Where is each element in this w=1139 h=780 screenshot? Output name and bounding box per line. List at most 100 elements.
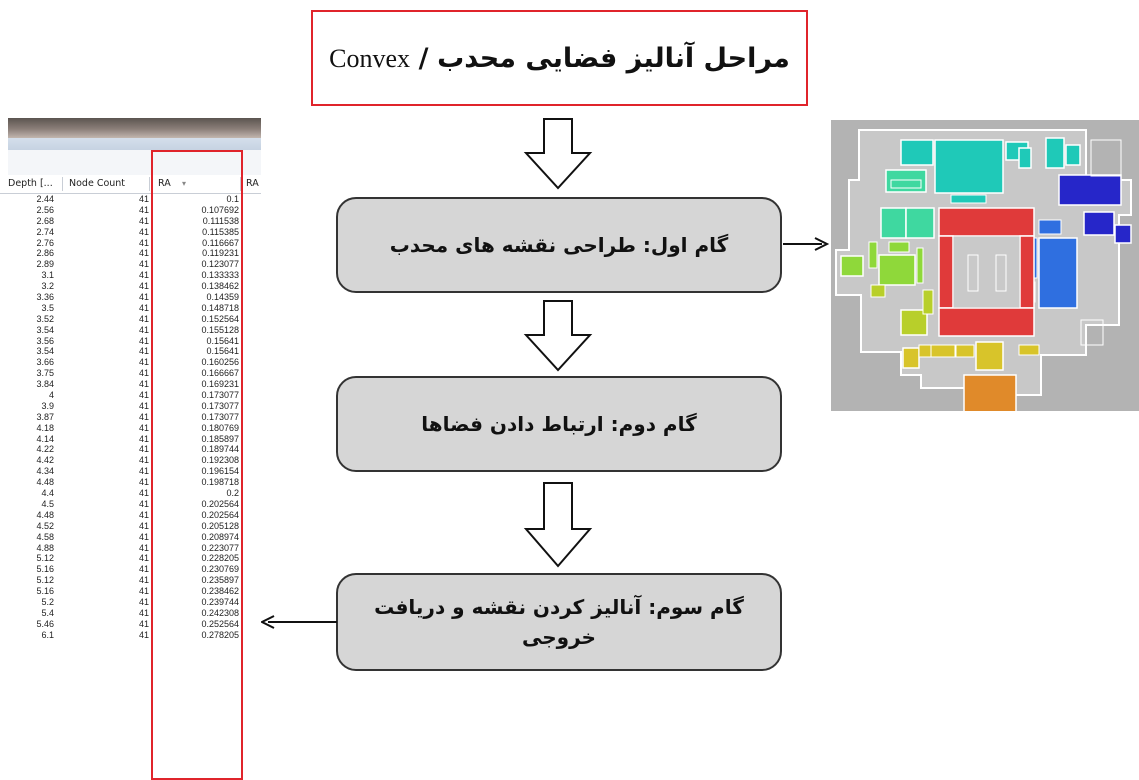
table-row[interactable]: 5.12 41 0.235897 — [0, 575, 261, 586]
cell-ra: 0.166667 — [201, 368, 239, 379]
cell-depth: 4.4 — [41, 488, 54, 499]
cell-node-count: 41 — [138, 259, 149, 270]
cell-depth: 3.66 — [36, 357, 54, 368]
cell-node-count: 41 — [138, 302, 149, 313]
cell-ra: 0.223077 — [201, 542, 239, 553]
step-2-label: گام دوم: ارتباط دادن فضاها — [421, 412, 697, 436]
cell-depth: 4 — [48, 390, 54, 401]
cell-node-count: 41 — [138, 324, 149, 335]
cell-depth: 4.22 — [36, 444, 54, 455]
cell-ra: 0.15641 — [206, 335, 239, 346]
cell-ra: 0.202564 — [201, 509, 239, 520]
diagram-title: مراحل آنالیز فضایی محدب / Convex — [329, 43, 790, 74]
cell-depth: 3.9 — [41, 400, 54, 411]
cell-depth: 5.2 — [41, 596, 54, 607]
step-1-label: گام اول: طراحی نقشه های محدب — [389, 233, 729, 257]
cell-ra: 0.252564 — [201, 618, 239, 629]
cell-depth: 4.48 — [36, 477, 54, 488]
cell-node-count: 41 — [138, 357, 149, 368]
cell-ra: 0.238462 — [201, 586, 239, 597]
cell-node-count: 41 — [138, 575, 149, 586]
cell-depth: 4.48 — [36, 509, 54, 520]
header-depth[interactable]: Depth [... — [8, 178, 53, 189]
cell-depth: 3.1 — [41, 270, 54, 281]
cell-ra: 0.138462 — [201, 281, 239, 292]
cell-node-count: 41 — [138, 509, 149, 520]
cell-depth: 4.88 — [36, 542, 54, 553]
title-separator: / — [418, 42, 429, 74]
table-row[interactable]: 4.48 41 0.202564 — [0, 510, 261, 521]
header-node-count[interactable]: Node Count — [69, 178, 126, 189]
cell-node-count: 41 — [138, 553, 149, 564]
cell-ra: 0.169231 — [201, 379, 239, 390]
cell-depth: 3.54 — [36, 346, 54, 357]
cell-depth: 5.46 — [36, 618, 54, 629]
cell-ra: 0.173077 — [201, 400, 239, 411]
header-ra-2[interactable]: RA — [246, 178, 259, 189]
cell-depth: 6.1 — [41, 629, 54, 640]
cell-ra: 0.107692 — [201, 204, 239, 215]
cell-ra: 0.239744 — [201, 596, 239, 607]
table-row[interactable]: 4.88 41 0.223077 — [0, 543, 261, 554]
cell-node-count: 41 — [138, 281, 149, 292]
cell-node-count: 41 — [138, 194, 149, 204]
cell-node-count: 41 — [138, 313, 149, 324]
cell-depth: 5.12 — [36, 575, 54, 586]
cell-depth: 2.76 — [36, 237, 54, 248]
cell-ra: 0.198718 — [201, 477, 239, 488]
cell-node-count: 41 — [138, 444, 149, 455]
cell-node-count: 41 — [138, 368, 149, 379]
cell-depth: 3.54 — [36, 324, 54, 335]
cell-node-count: 41 — [138, 422, 149, 433]
down-arrow-icon — [523, 117, 593, 191]
cell-node-count: 41 — [138, 542, 149, 553]
header-ra[interactable]: RA — [158, 178, 171, 189]
cell-node-count: 41 — [138, 564, 149, 575]
cell-depth: 2.86 — [36, 248, 54, 259]
cell-depth: 3.5 — [41, 302, 54, 313]
step-2-box: گام دوم: ارتباط دادن فضاها — [336, 376, 782, 472]
cell-ra: 0.278205 — [201, 629, 239, 640]
cell-node-count: 41 — [138, 237, 149, 248]
cell-ra: 0.235897 — [201, 575, 239, 586]
